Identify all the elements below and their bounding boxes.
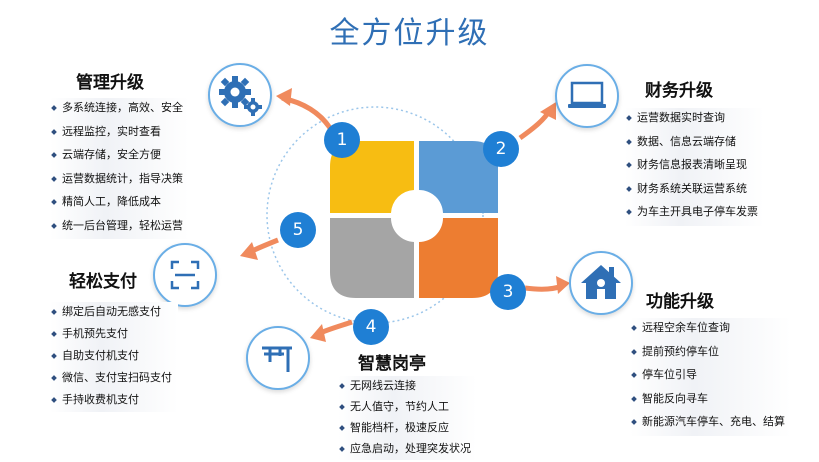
list-item: 智能反向寻车 bbox=[630, 388, 791, 412]
list-item: 云端存储，安全方便 bbox=[50, 145, 189, 169]
gears-icon bbox=[208, 63, 272, 127]
badge-4: 4 bbox=[353, 309, 389, 345]
list-item: 统一后台管理，轻松运营 bbox=[50, 215, 189, 239]
list-item: 应急启动，处理突发状况 bbox=[338, 439, 477, 460]
arrow-3-head bbox=[556, 276, 570, 294]
list-item: 停车位引导 bbox=[630, 365, 791, 389]
arrows bbox=[240, 88, 570, 342]
page-title: 全方位升级 bbox=[329, 16, 490, 51]
arrow-2-head bbox=[540, 102, 556, 120]
arrow-1-head bbox=[276, 88, 292, 106]
arrow-5-head bbox=[240, 242, 258, 260]
list-item: 财务系统关联运营系统 bbox=[625, 178, 764, 202]
quadrant-gray bbox=[330, 218, 414, 298]
list-function: 远程空余车位查询 提前预约停车位 停车位引导 智能反向寻车 新能源汽车停车、充电… bbox=[630, 318, 791, 436]
badge-2: 2 bbox=[483, 131, 519, 167]
list-item: 提前预约停车位 bbox=[630, 341, 791, 365]
list-item: 精简人工，降低成本 bbox=[50, 192, 189, 216]
badge-1: 1 bbox=[324, 122, 360, 158]
quadrant-orange bbox=[419, 218, 498, 298]
list-finance: 运营数据实时查询 数据、信息云端存储 财务信息报表清晰呈现 财务系统关联运营系统… bbox=[625, 108, 764, 226]
section-title-management: 管理升级 bbox=[76, 73, 144, 93]
list-booth: 无网线云连接 无人值守，节约人工 智能档杆，极速反应 应急启动，处理突发状况 bbox=[338, 376, 477, 460]
section-title-booth: 智慧岗亭 bbox=[358, 354, 426, 374]
list-item: 财务信息报表清晰呈现 bbox=[625, 155, 764, 179]
list-item: 远程监控，实时查看 bbox=[50, 121, 189, 145]
section-title-function: 功能升级 bbox=[646, 292, 714, 312]
list-item: 无网线云连接 bbox=[338, 376, 477, 397]
list-item: 多系统连接，高效、安全 bbox=[50, 98, 189, 122]
list-item: 无人值守，节约人工 bbox=[338, 397, 477, 418]
badge-5: 5 bbox=[280, 212, 316, 248]
list-item: 手持收费机支付 bbox=[50, 390, 178, 412]
barrier-gate-icon bbox=[246, 326, 310, 390]
badge-3: 3 bbox=[490, 274, 526, 310]
arrow-4-head bbox=[310, 324, 326, 342]
list-item: 智能档杆，极速反应 bbox=[338, 418, 477, 439]
list-item: 运营数据统计，指导决策 bbox=[50, 168, 189, 192]
list-management: 多系统连接，高效、安全 远程监控，实时查看 云端存储，安全方便 运营数据统计，指… bbox=[50, 98, 189, 239]
list-item: 新能源汽车停车、充电、结算 bbox=[630, 412, 791, 436]
list-item: 微信、支付宝扫码支付 bbox=[50, 368, 178, 390]
quadrant-blue bbox=[419, 141, 498, 213]
list-payment: 绑定后自动无感支付 手机预先支付 自助支付机支付 微信、支付宝扫码支付 手持收费… bbox=[50, 302, 178, 412]
list-item: 绑定后自动无感支付 bbox=[50, 302, 178, 324]
laptop-icon bbox=[555, 64, 619, 128]
list-item: 自助支付机支付 bbox=[50, 346, 178, 368]
list-item: 为车主开具电子停车发票 bbox=[625, 202, 764, 226]
arrow-3 bbox=[524, 283, 563, 292]
list-item: 手机预先支付 bbox=[50, 324, 178, 346]
list-item: 运营数据实时查询 bbox=[625, 108, 764, 132]
scan-icon bbox=[153, 243, 217, 307]
section-title-payment: 轻松支付 bbox=[69, 272, 137, 292]
quadrant-yellow bbox=[330, 141, 414, 213]
center-hole bbox=[395, 193, 439, 237]
list-item: 数据、信息云端存储 bbox=[625, 131, 764, 155]
section-title-finance: 财务升级 bbox=[645, 81, 713, 101]
house-icon bbox=[569, 251, 633, 315]
dotted-ring bbox=[266, 106, 484, 324]
list-item: 远程空余车位查询 bbox=[630, 318, 791, 342]
